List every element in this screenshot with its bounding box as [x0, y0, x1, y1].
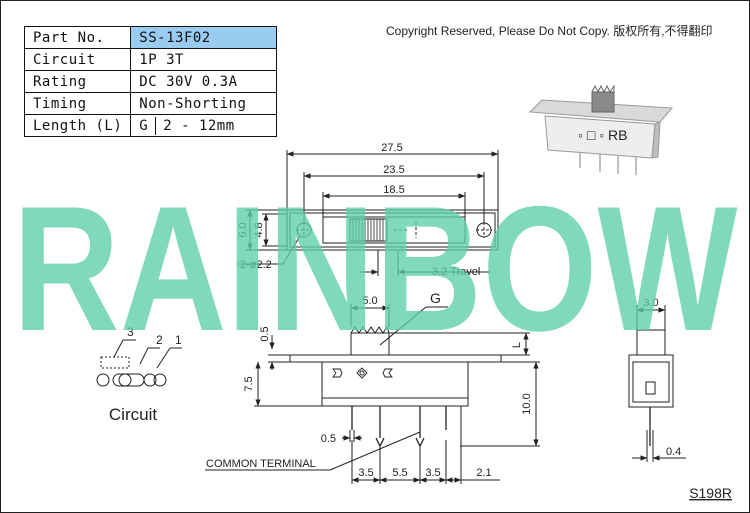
side-inner — [632, 361, 670, 403]
front-view-labels: 5.0 G 0.5 7.5 L 10.0 0.5 COMMON TERMINAL… — [206, 290, 533, 479]
dim-body: 7.5 — [243, 376, 255, 391]
dim-height-inner: 4.8 — [253, 222, 265, 237]
top-view — [238, 150, 499, 276]
spec-label: Rating — [23, 70, 132, 93]
actuator-label: G — [430, 290, 441, 306]
hole-note: 2-ø2.2 — [240, 259, 272, 271]
slot-window — [322, 216, 466, 244]
dim-height-outer: 6.0 — [237, 222, 249, 237]
side-view-labels: 3.0 0.4 — [643, 297, 681, 458]
spec-value: DC 30V 0.3A — [130, 70, 278, 93]
terminal-note: COMMON TERMINAL — [206, 458, 316, 470]
dim-slot: 18.5 — [383, 184, 404, 196]
drawing-code: S198R — [689, 485, 732, 501]
circuit-terminal — [153, 373, 167, 387]
spec-value-length: G 2 - 12mm — [130, 114, 278, 137]
dim-total-height: 10.0 — [521, 393, 533, 414]
spec-label: Timing — [23, 92, 132, 115]
length-prefix: G — [139, 117, 149, 134]
travel-note: 3.2 Travel — [432, 266, 480, 278]
circuit-terminal — [96, 373, 110, 387]
pitch-3: 3.5 — [425, 467, 440, 479]
spec-row-circuit: Circuit 1P 3T — [23, 48, 278, 71]
dim-top: 3.0 — [643, 297, 658, 309]
length-value: 2 - 12mm — [163, 117, 235, 134]
side-contact — [645, 381, 656, 395]
spec-row-part-no: Part No. SS-13F02 — [23, 26, 278, 49]
front-view — [205, 304, 540, 484]
circuit-common — [112, 373, 145, 387]
front-base — [321, 397, 469, 407]
circuit-pin-label: 3 — [127, 325, 134, 339]
circuit-title: Circuit — [109, 405, 157, 424]
circuit-pin-label: 1 — [175, 333, 182, 347]
dim-mount: 23.5 — [383, 164, 404, 176]
circuit-labels: 3 2 1 Circuit — [109, 325, 182, 424]
circuit-terminal — [118, 373, 132, 387]
spec-row-rating: Rating DC 30V 0.3A — [23, 70, 278, 93]
front-actuator — [350, 332, 390, 356]
svg-text:◦ □ ◦ RB: ◦ □ ◦ RB — [578, 127, 628, 143]
circuit-schematic — [96, 339, 182, 387]
top-view-inner — [289, 212, 496, 248]
dim-small-height: 0.5 — [259, 326, 271, 341]
side-view — [628, 305, 686, 462]
dim-overall: 27.5 — [381, 142, 402, 154]
rainbow-watermark: RAINBOW — [13, 169, 738, 368]
dim-length-label: L — [511, 342, 523, 348]
dim-pin: 0.4 — [666, 446, 681, 458]
dim-actuator: 5.0 — [362, 295, 377, 307]
copyright-notice: Copyright Reserved, Please Do Not Copy. … — [386, 24, 713, 38]
pitch-1: 3.5 — [358, 467, 373, 479]
side-body — [628, 354, 674, 408]
dim-pin-width: 0.5 — [321, 433, 336, 445]
circuit-pin-label: 2 — [156, 333, 163, 347]
top-view-body — [286, 209, 499, 251]
spec-row-timing: Timing Non-Shorting — [23, 92, 278, 115]
slide-actuator — [349, 218, 388, 242]
spec-label: Length (L) — [23, 114, 132, 137]
spec-value: 1P 3T — [130, 48, 278, 71]
spec-row-length: Length (L) G 2 - 12mm — [23, 114, 278, 137]
top-view-labels: 27.5 23.5 18.5 6.0 4.8 2-ø2.2 3.2 Travel — [237, 142, 480, 278]
pitch-2: 5.5 — [392, 467, 407, 479]
product-photo-illustration: ◦ □ ◦ RB — [528, 84, 674, 175]
spec-table: Part No. SS-13F02 Circuit 1P 3T Rating D… — [23, 26, 278, 137]
dim-end: 2.1 — [476, 467, 491, 479]
